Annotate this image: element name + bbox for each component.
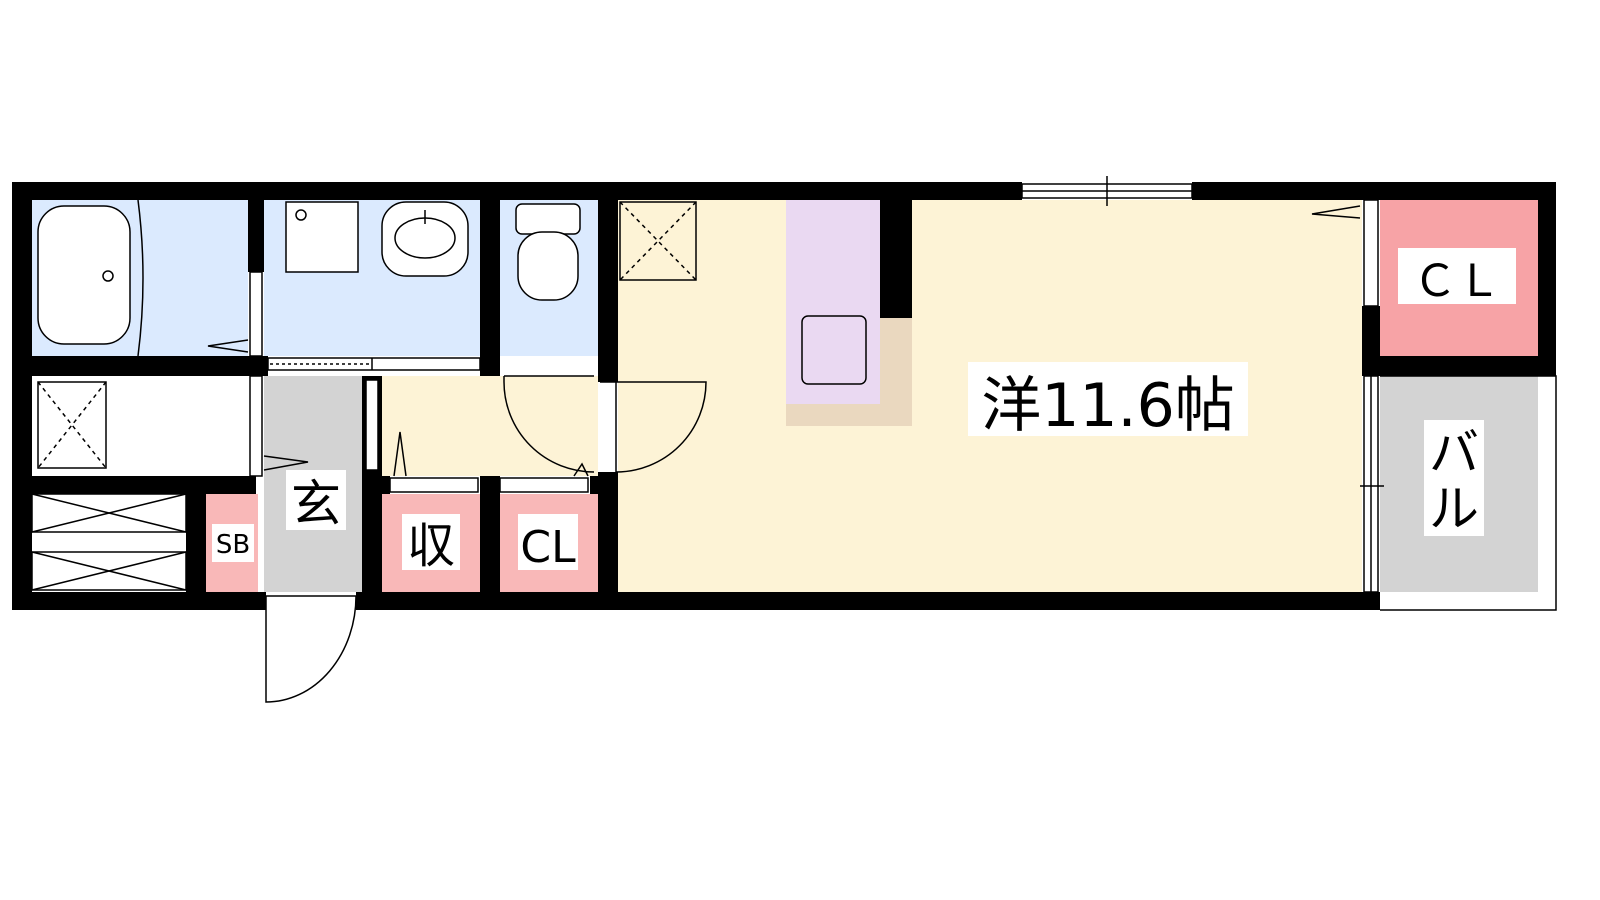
walls: [12, 182, 1556, 610]
wall: [12, 182, 1022, 200]
storage-door: [389, 477, 479, 493]
room-labels: 洋11.6帖 玄 収 CL ＣＬ バ ル SB: [212, 248, 1516, 574]
hallway-fill: [382, 376, 598, 476]
wall: [1538, 182, 1556, 376]
stove-icon: [801, 315, 867, 385]
wall: [1192, 182, 1556, 200]
bath-door: [249, 271, 263, 357]
wall: [590, 476, 598, 494]
wall: [248, 182, 264, 272]
wash-door: [267, 357, 481, 371]
wall: [12, 476, 256, 494]
shoe-box-label: SB: [216, 530, 250, 560]
wall: [186, 476, 206, 592]
wall: [382, 476, 390, 494]
wall: [12, 356, 268, 376]
wall: [480, 182, 500, 376]
toilet-seat-icon: [517, 231, 579, 301]
toilet-tank-icon: [515, 203, 581, 235]
laundry-door: [249, 375, 263, 477]
washbasin-icon: [381, 201, 469, 277]
balcony-rail: [1380, 375, 1557, 611]
closet-door: [1363, 199, 1379, 307]
wall: [598, 182, 618, 382]
bathtub-drain-icon: [102, 270, 114, 282]
wall: [12, 182, 32, 610]
entrance-door-swing: [265, 595, 357, 703]
closet-large-label: ＣＬ: [1413, 256, 1501, 307]
western-room-label: 洋11.6帖: [981, 371, 1235, 441]
living-door-swing: [615, 381, 707, 473]
hall-door: [365, 379, 379, 471]
closet-small-door: [499, 477, 589, 493]
wall: [598, 472, 618, 610]
wall: [880, 200, 912, 318]
washing-machine-dot-icon: [295, 209, 307, 221]
closet-small-label: CL: [520, 522, 576, 573]
bathtub-icon: [37, 205, 131, 345]
wall: [1362, 306, 1380, 376]
fixtures: [31, 199, 867, 591]
entrance-label: 玄: [291, 475, 341, 533]
wall: [1362, 356, 1556, 376]
bath-curtain-line: [137, 199, 144, 357]
toilet-door-swing: [503, 376, 595, 473]
balcony-label-2: ル: [1429, 480, 1479, 538]
wall: [480, 476, 500, 610]
openings: [207, 176, 1557, 703]
washing-machine-icon: [285, 201, 359, 273]
storage-label: 収: [407, 518, 455, 574]
wall: [1362, 592, 1380, 610]
balcony-label-1: バ: [1429, 424, 1479, 482]
wall: [356, 592, 1380, 610]
wall: [12, 592, 266, 610]
